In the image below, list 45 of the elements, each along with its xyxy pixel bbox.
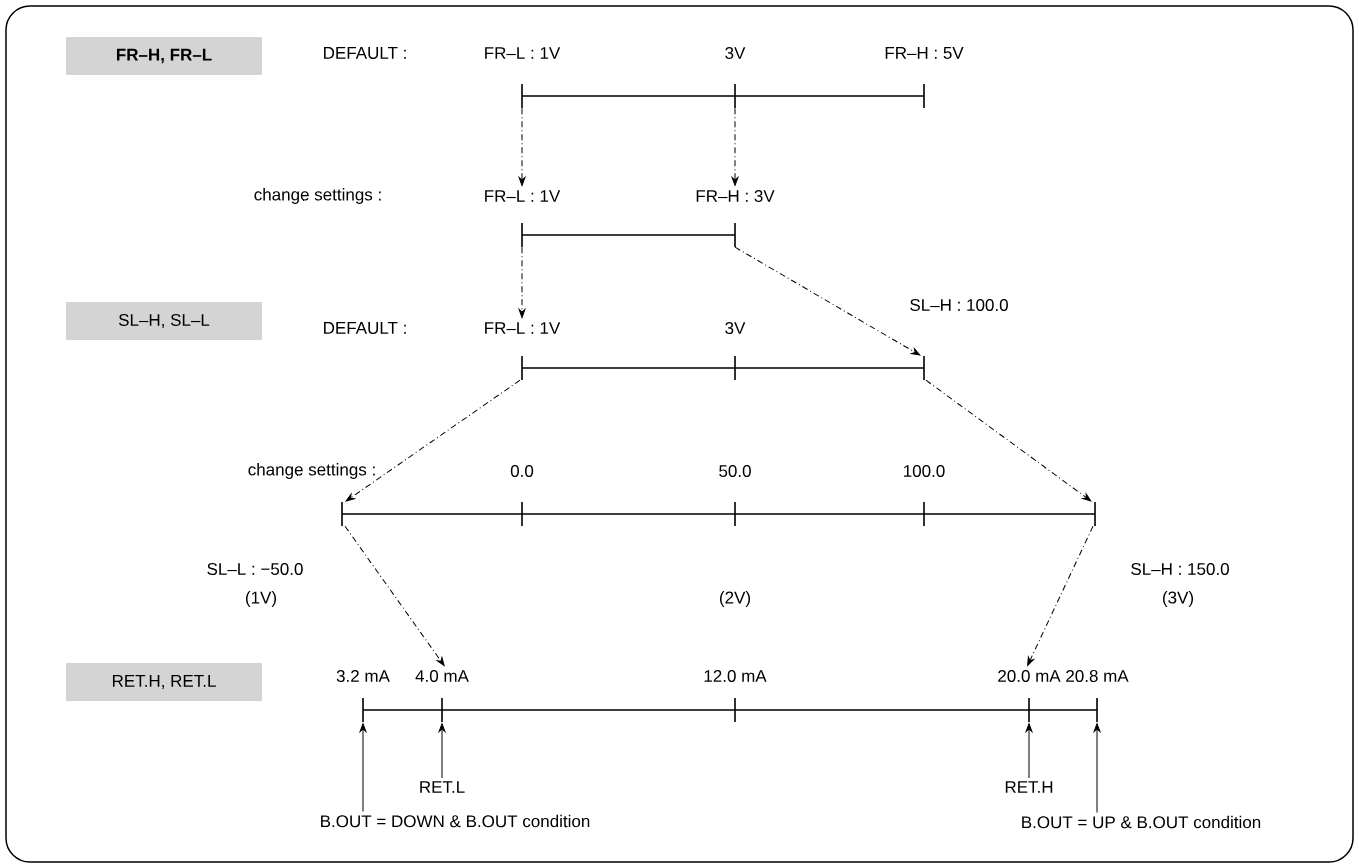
arrow — [1027, 525, 1094, 666]
arrow — [1093, 723, 1101, 814]
row-tag: RET.H, RET.L — [66, 663, 262, 701]
scale-bar — [362, 697, 1098, 723]
scale-label: FR–H : 5V — [885, 47, 964, 59]
arrow — [359, 723, 367, 813]
voltage-label: (3V) — [1163, 591, 1193, 607]
row-label: DEFAULT : — [324, 47, 406, 59]
voltage-label: (2V) — [720, 591, 750, 607]
scale-bar — [521, 222, 736, 248]
scale-label: SL–H : 150.0 — [1131, 563, 1229, 575]
voltage-label: (1V) — [246, 591, 276, 607]
arrow — [1025, 723, 1033, 779]
scale-label: 4.0 mA — [415, 670, 469, 682]
scale-label: 3V — [725, 46, 746, 59]
scale-bar — [521, 83, 925, 109]
scale-label: 12.0 mA — [704, 670, 767, 682]
row-label: change settings : — [254, 188, 381, 204]
scale-label: 0.0 — [510, 465, 534, 477]
arrow — [518, 107, 526, 186]
scale-label: 100.0 — [904, 465, 945, 477]
arrow-label: RET.L — [420, 781, 465, 793]
scale-label: FR–L : 1V — [485, 190, 561, 202]
scale-label: 20.0 mA — [998, 670, 1061, 682]
row-label: DEFAULT : — [324, 322, 406, 334]
arrow — [518, 246, 526, 318]
scale-label: 3V — [725, 321, 746, 334]
arrow — [925, 379, 1092, 502]
scale-label: 50.0 — [719, 465, 751, 477]
row-tag: SL–H, SL–L — [66, 302, 262, 340]
arrow — [734, 246, 921, 356]
row-tag: FR–H, FR–L — [66, 37, 262, 75]
scale-bar — [341, 501, 1096, 527]
scale-label: SL–L : −50.0 — [207, 563, 303, 575]
scale-label: FR–H : 3V — [696, 189, 775, 202]
condition-text: B.OUT = DOWN & B.OUT condition — [321, 814, 590, 828]
arrow-label: RET.H — [1005, 781, 1053, 793]
condition-text: B.OUT = UP & B.OUT condition — [1022, 815, 1261, 829]
arrow — [345, 379, 521, 502]
arrow — [344, 525, 445, 667]
arrow — [438, 723, 446, 779]
arrow — [731, 107, 739, 186]
scale-label: 20.8 mA — [1066, 670, 1129, 682]
scale-label: FR–L : 1V — [485, 322, 561, 334]
scale-bar — [521, 355, 925, 381]
